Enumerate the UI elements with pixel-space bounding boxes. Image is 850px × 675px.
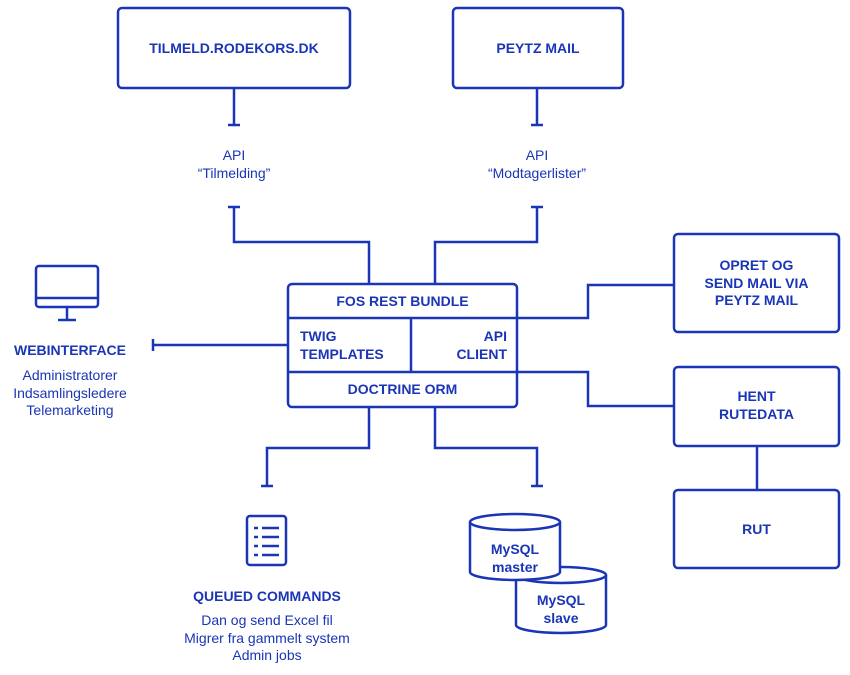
api-tilmelding-label: API “Tilmelding” bbox=[150, 147, 318, 182]
monitor-icon bbox=[34, 264, 100, 322]
api-modtager-label: API “Modtagerlister” bbox=[453, 147, 621, 182]
opret-line3: PEYTZ MAIL bbox=[714, 292, 799, 308]
opret-line1: OPRET OG bbox=[719, 257, 794, 273]
list-item: Migrer fra gammelt system bbox=[184, 629, 350, 646]
rut-label: RUT bbox=[742, 521, 771, 537]
api-client-line2: CLIENT bbox=[456, 345, 507, 362]
hent-line1: HENT bbox=[737, 388, 776, 404]
connector-api-tilmelding-core bbox=[232, 207, 371, 284]
opret-box bbox=[672, 232, 841, 334]
opret-label: OPRET OG SEND MAIL VIA PEYTZ MAIL bbox=[674, 257, 839, 310]
mysql-master-line2: master bbox=[492, 558, 538, 575]
api-client-label: API CLIENT bbox=[411, 328, 507, 363]
mysql-slave-label: MySQL slave bbox=[516, 592, 606, 627]
doctrine-orm-label: DOCTRINE ORM bbox=[347, 381, 458, 397]
opret-line2: SEND MAIL VIA bbox=[704, 274, 809, 291]
api-modtager-line2: “Modtagerlister” bbox=[487, 164, 587, 181]
document-list-icon bbox=[245, 514, 288, 567]
connector-api-modtager-core bbox=[433, 207, 539, 284]
mysql-master-label: MySQL master bbox=[470, 541, 560, 576]
mysql-slave-line2: slave bbox=[543, 609, 579, 626]
list-item: Admin jobs bbox=[232, 647, 302, 663]
connector-core-hent bbox=[517, 370, 674, 408]
list-item: Telemarketing bbox=[26, 402, 114, 418]
fos-rest-bundle-label: FOS REST BUNDLE bbox=[336, 293, 469, 309]
twig-line1: TWIG bbox=[300, 328, 337, 344]
list-item: Indsamlingsledere bbox=[13, 384, 127, 401]
hent-line2: RUTEDATA bbox=[719, 405, 794, 422]
webinterface-title: WEBINTERFACE bbox=[14, 342, 126, 358]
hent-label: HENT RUTEDATA bbox=[674, 388, 839, 423]
queued-commands-title: QUEUED COMMANDS bbox=[193, 588, 341, 604]
api-modtager-line1: API bbox=[525, 147, 549, 163]
twig-line2: TEMPLATES bbox=[300, 345, 384, 362]
tilmeld-label: TILMELD.RODEKORS.DK bbox=[149, 40, 319, 56]
twig-templates-label: TWIG TEMPLATES bbox=[300, 328, 384, 363]
connector-core-opret bbox=[517, 283, 674, 320]
connector-core-queued bbox=[265, 407, 371, 486]
webinterface-list: Administratorer Indsamlingsledere Telema… bbox=[0, 367, 140, 420]
api-client-line1: API bbox=[483, 328, 507, 344]
queued-commands-list: Dan og send Excel fil Migrer fra gammelt… bbox=[142, 612, 392, 665]
peytz-mail-label: PEYTZ MAIL bbox=[496, 40, 580, 56]
list-item: Administratorer bbox=[22, 367, 118, 383]
mysql-slave-line1: MySQL bbox=[536, 592, 586, 608]
mysql-master-line1: MySQL bbox=[490, 541, 540, 557]
mysql-master-cylinder bbox=[468, 512, 562, 582]
list-item: Dan og send Excel fil bbox=[201, 612, 333, 628]
api-tilmelding-line2: “Tilmelding” bbox=[197, 164, 271, 181]
connector-core-mysql bbox=[433, 407, 539, 486]
api-tilmelding-line1: API bbox=[222, 147, 246, 163]
